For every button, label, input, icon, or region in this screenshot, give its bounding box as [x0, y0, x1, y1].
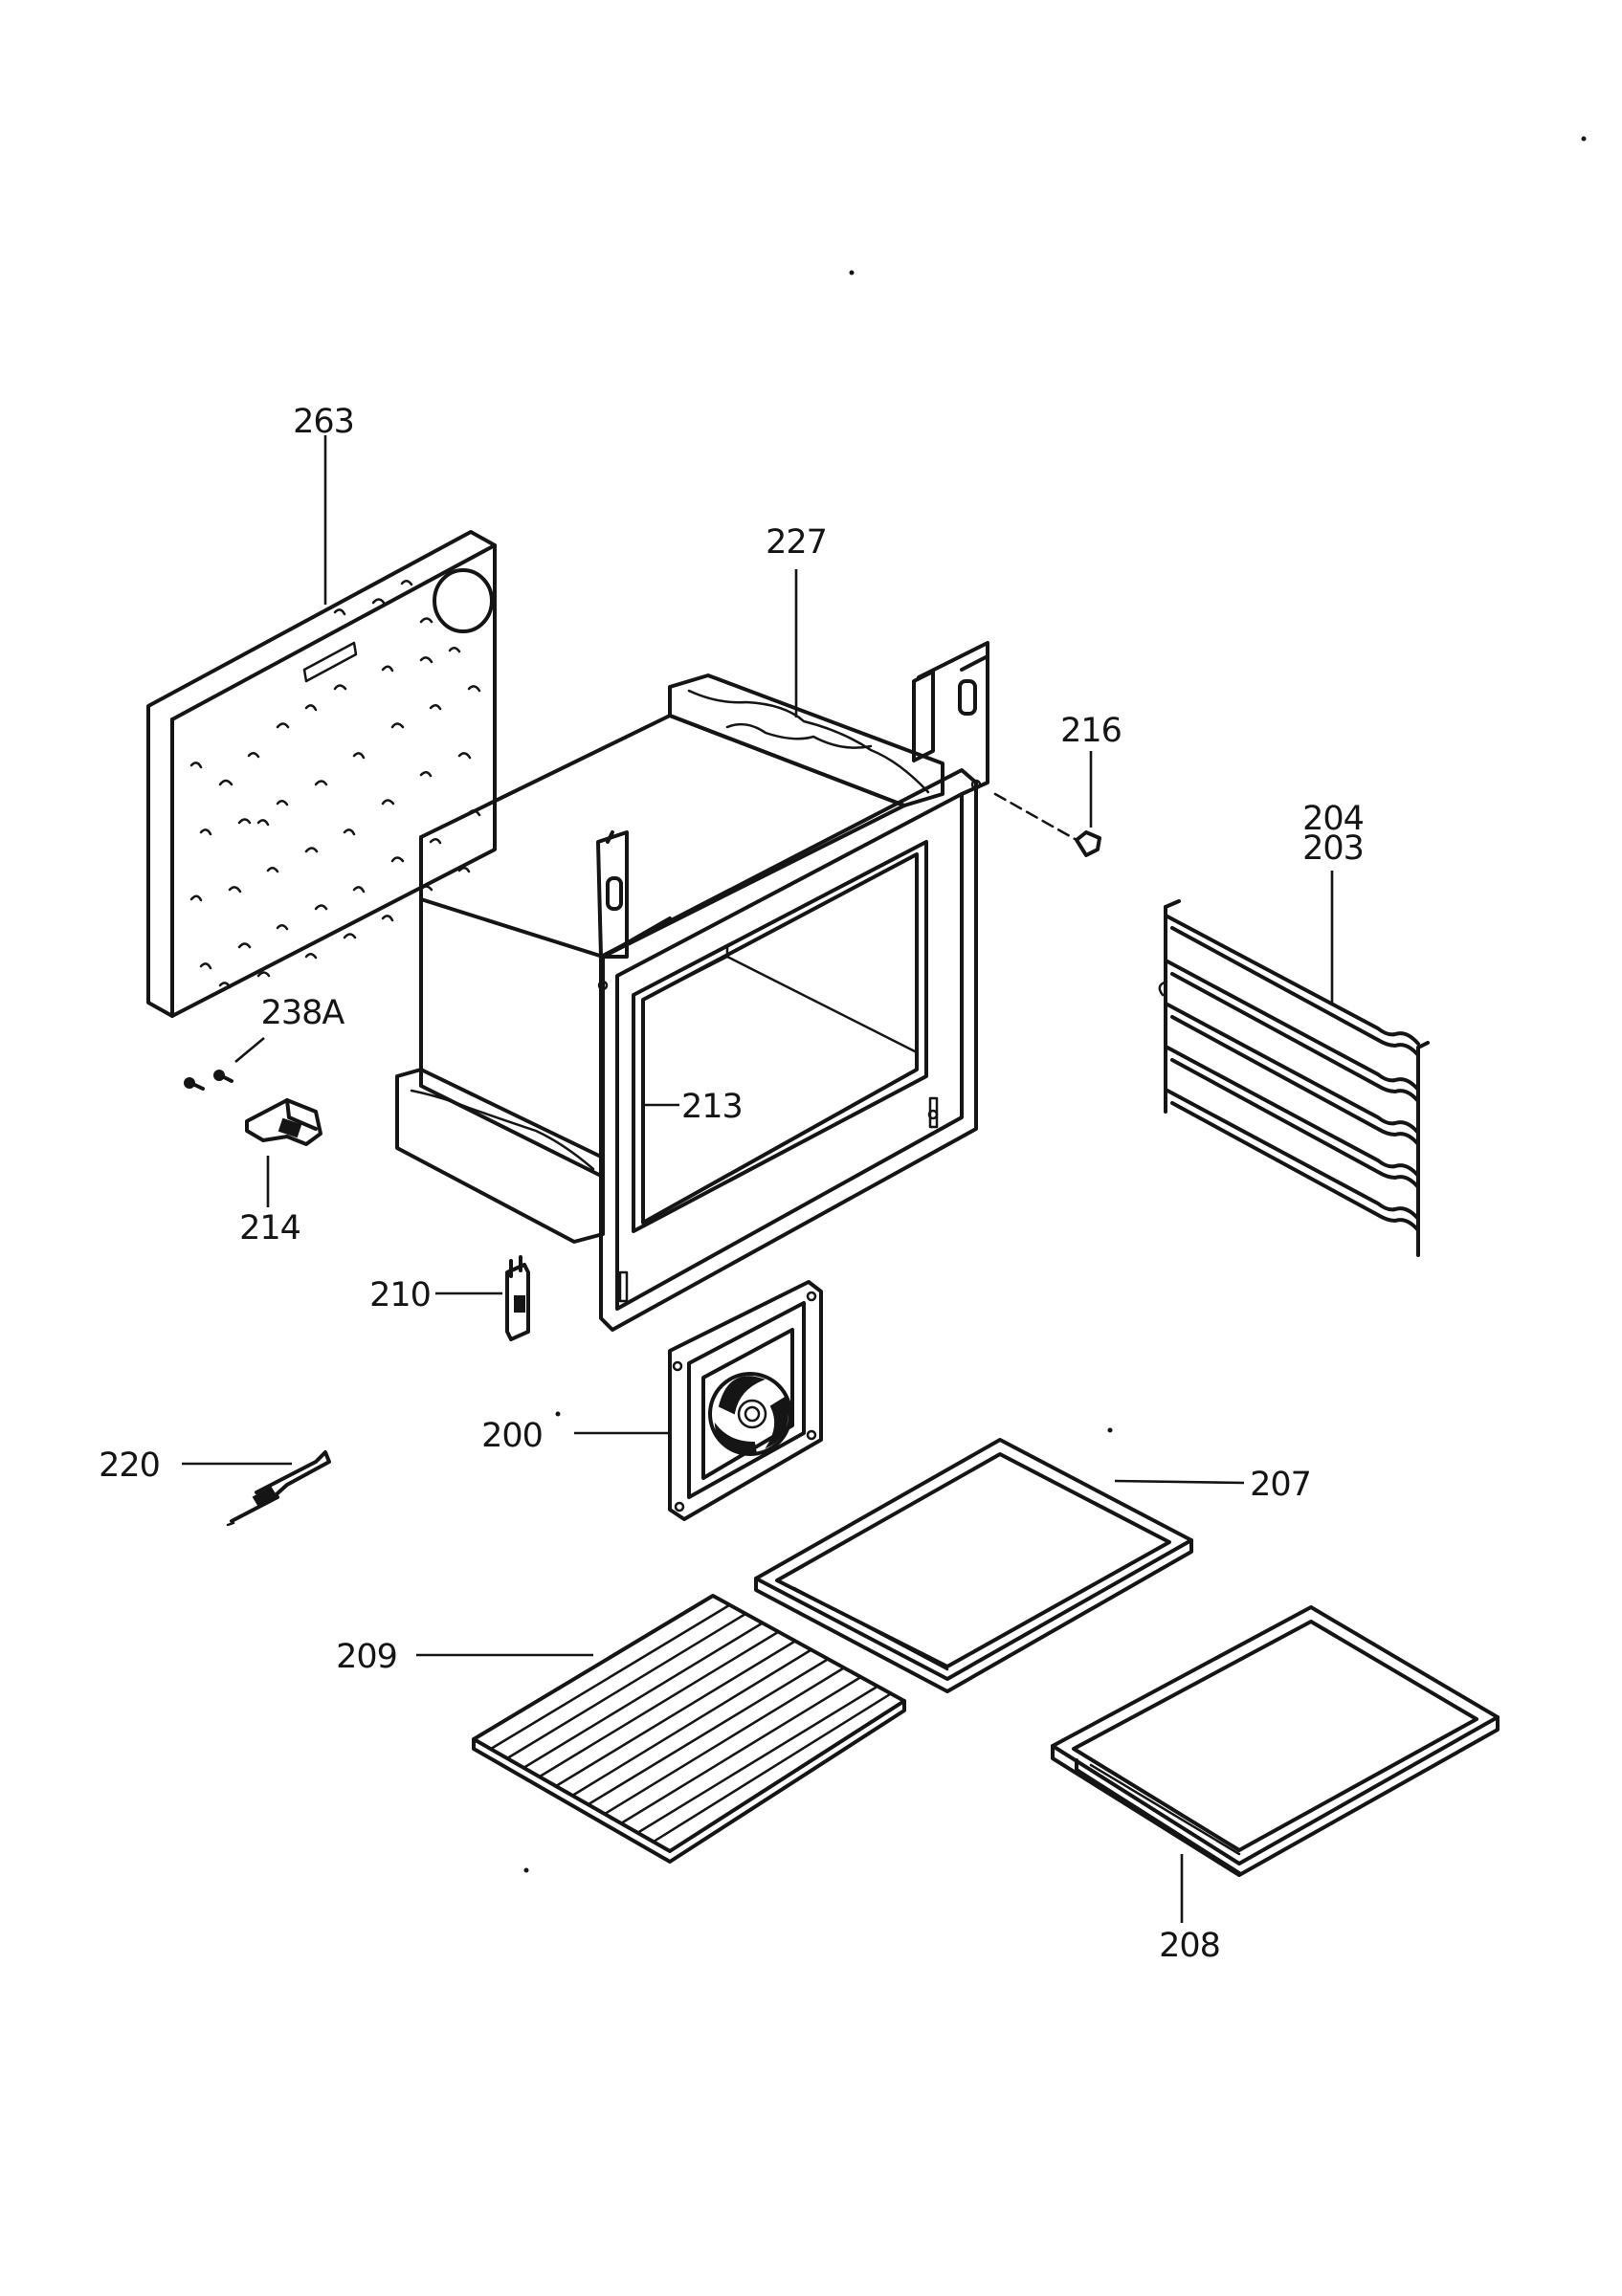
- part-209-grid-shelf: [472, 1594, 906, 1864]
- part-208-deep-tray: [1051, 1605, 1500, 1877]
- label-263: 263: [293, 403, 354, 441]
- label-216: 216: [1060, 712, 1122, 750]
- part-263-insulation-panel: [146, 530, 497, 1018]
- label-200: 200: [481, 1417, 543, 1455]
- part-200-fan-cover: [668, 1280, 823, 1521]
- label-204: 204: [1302, 800, 1364, 838]
- label-208: 208: [1159, 1927, 1220, 1965]
- panel-texture: [189, 580, 481, 989]
- scan-specks: [523, 136, 1587, 1873]
- part-210-switch: [505, 1255, 530, 1341]
- part-204-203-side-runners: [1158, 899, 1430, 1257]
- label-220: 220: [99, 1446, 160, 1485]
- part-216-screw: [993, 792, 1101, 857]
- part-227-oven-cavity: [395, 641, 989, 1332]
- label-209: 209: [336, 1638, 397, 1676]
- label-210: 210: [369, 1276, 431, 1314]
- label-227: 227: [766, 523, 827, 562]
- label-214: 214: [239, 1209, 300, 1247]
- part-207-enamel-tray: [754, 1438, 1193, 1693]
- part-220-sensor: [226, 1450, 331, 1527]
- label-213: 213: [681, 1088, 743, 1126]
- part-labels: 263 227 216 204 203 238A 213 214 210 200…: [99, 403, 1365, 1965]
- label-207: 207: [1250, 1466, 1311, 1504]
- label-238a: 238A: [261, 994, 345, 1032]
- label-203: 203: [1302, 829, 1364, 868]
- part-214-lamp-holder: [245, 1098, 322, 1146]
- leader-lines: [182, 435, 1334, 1923]
- part-238a-screws: [184, 1070, 233, 1091]
